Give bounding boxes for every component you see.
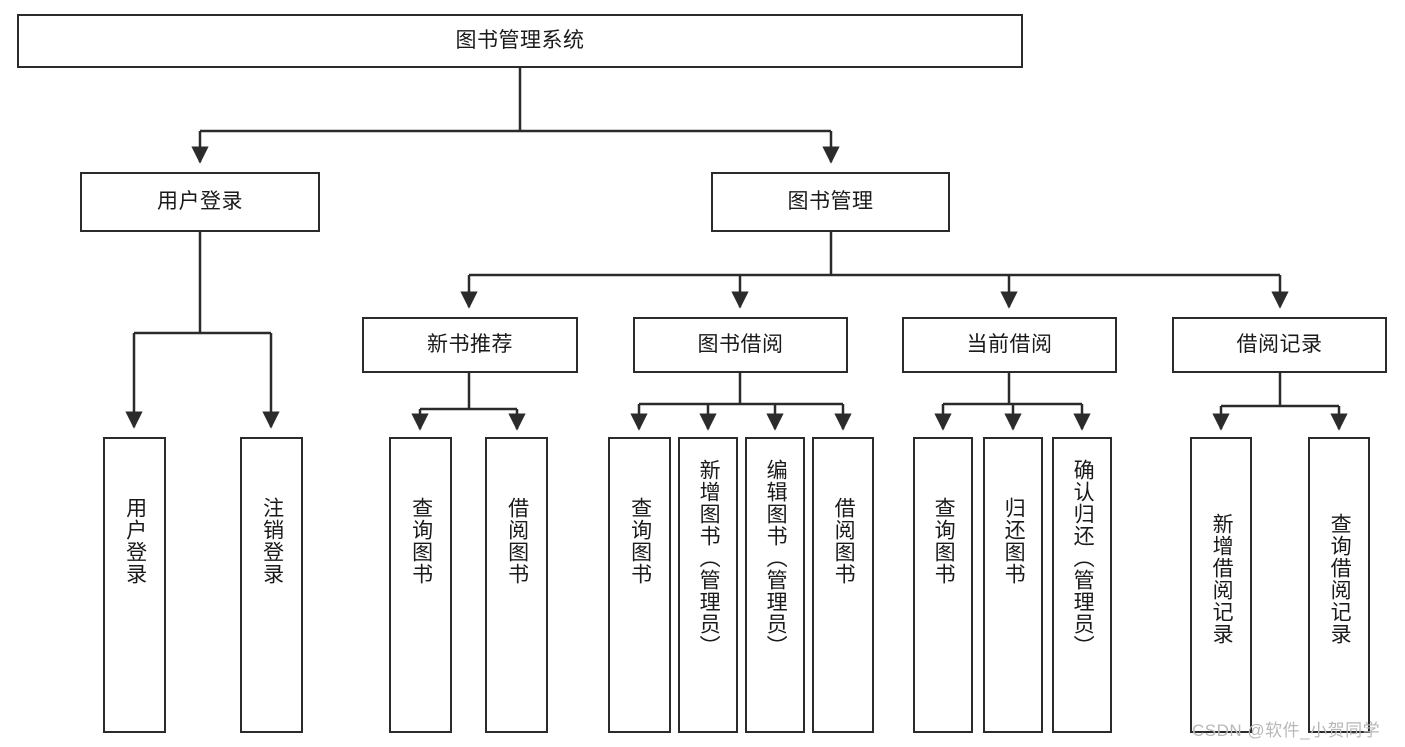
node-book-manage[interactable]: 图书管理 — [711, 172, 950, 232]
node-current-borrow[interactable]: 当前借阅 — [902, 317, 1117, 373]
node-leaf-logout[interactable]: 注销登录 — [240, 437, 303, 733]
node-current-borrow-label: 当前借阅 — [966, 333, 1053, 357]
node-leaf-query-book-borrow[interactable]: 查询图书 — [608, 437, 671, 733]
node-leaf-borrow-book-label: 借阅图书 — [832, 497, 856, 585]
node-user-login[interactable]: 用户登录 — [80, 172, 320, 232]
node-leaf-query-book-borrow-label: 查询图书 — [628, 497, 652, 585]
node-leaf-logout-label: 注销登录 — [260, 497, 284, 585]
node-leaf-query-record-label: 查询借阅记录 — [1328, 513, 1352, 645]
node-leaf-query-book-rec-label: 查询图书 — [409, 497, 433, 585]
node-leaf-confirm-return-label: 确认归还（管理员） — [1071, 459, 1095, 657]
node-leaf-return-book-label: 归还图书 — [1002, 497, 1026, 585]
node-leaf-query-book-cur[interactable]: 查询图书 — [913, 437, 973, 733]
node-leaf-borrow-book[interactable]: 借阅图书 — [812, 437, 874, 733]
node-book-borrow[interactable]: 图书借阅 — [633, 317, 848, 373]
node-leaf-add-book[interactable]: 新增图书（管理员） — [678, 437, 738, 733]
node-borrow-record[interactable]: 借阅记录 — [1172, 317, 1387, 373]
node-leaf-return-book[interactable]: 归还图书 — [983, 437, 1043, 733]
node-leaf-borrow-book-rec[interactable]: 借阅图书 — [485, 437, 548, 733]
node-new-book-rec[interactable]: 新书推荐 — [362, 317, 578, 373]
node-borrow-record-label: 借阅记录 — [1236, 333, 1323, 357]
node-leaf-user-login-label: 用户登录 — [123, 497, 147, 585]
node-leaf-edit-book[interactable]: 编辑图书（管理员） — [745, 437, 805, 733]
node-leaf-confirm-return[interactable]: 确认归还（管理员） — [1052, 437, 1112, 733]
node-leaf-query-book-rec[interactable]: 查询图书 — [389, 437, 452, 733]
node-leaf-query-book-cur-label: 查询图书 — [932, 497, 956, 585]
csdn-watermark: CSDN @软件_小贺同学 — [1192, 716, 1380, 741]
node-leaf-add-record[interactable]: 新增借阅记录 — [1190, 437, 1252, 733]
node-book-borrow-label: 图书借阅 — [697, 333, 784, 357]
node-root[interactable]: 图书管理系统 — [17, 14, 1023, 68]
node-leaf-query-record[interactable]: 查询借阅记录 — [1308, 437, 1370, 733]
node-leaf-add-record-label: 新增借阅记录 — [1210, 513, 1234, 645]
node-book-manage-label: 图书管理 — [787, 190, 874, 214]
node-leaf-user-login[interactable]: 用户登录 — [103, 437, 166, 733]
node-leaf-borrow-book-rec-label: 借阅图书 — [505, 497, 529, 585]
csdn-watermark-text: CSDN @软件_小贺同学 — [1192, 721, 1381, 740]
node-root-label: 图书管理系统 — [455, 29, 585, 53]
node-new-book-rec-label: 新书推荐 — [427, 333, 513, 357]
node-user-login-label: 用户登录 — [157, 190, 243, 214]
node-leaf-add-book-label: 新增图书（管理员） — [697, 459, 721, 657]
node-leaf-edit-book-label: 编辑图书（管理员） — [764, 459, 788, 657]
